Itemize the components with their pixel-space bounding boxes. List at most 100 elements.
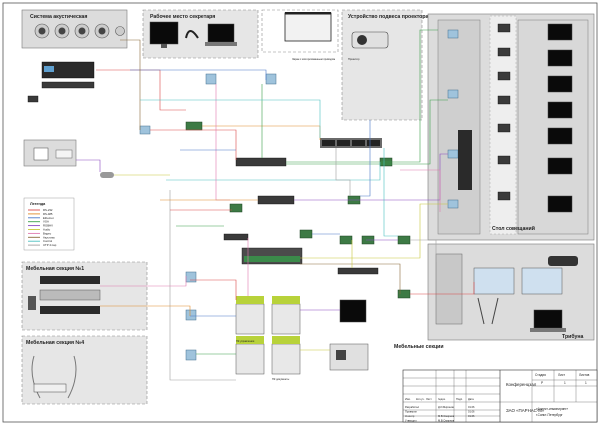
tribune-monitor <box>521 267 563 295</box>
left-device-small <box>27 95 39 103</box>
microphone-cables-icon <box>31 355 77 399</box>
secretary-laptop-screen <box>207 23 235 43</box>
interface-device <box>229 203 243 213</box>
title-block-sheet: 1 <box>564 381 566 385</box>
converter-device <box>185 349 197 361</box>
projector-lens-icon <box>357 35 367 45</box>
receiver-display-icon <box>44 66 54 72</box>
acoustic-speakers <box>34 23 125 39</box>
cable-route <box>130 69 267 80</box>
title-block-stage-header: Стадия <box>535 373 546 377</box>
zone-furniture1-title: Мебельная секция №1 <box>26 265 84 272</box>
projector-label: Проектор <box>348 57 360 61</box>
cable-route <box>169 190 236 381</box>
converter-device <box>185 271 197 283</box>
zone-projector-title: Устройство подвеса проектора <box>348 13 429 20</box>
zone-furniture4 <box>21 335 148 405</box>
title-block-sheets: 1 <box>585 381 587 385</box>
title-block-col-header: Подп. <box>456 397 463 401</box>
converter-device <box>139 125 151 135</box>
title-block-city: г.Санкт-Петербург <box>536 413 563 417</box>
tribune-laptop <box>533 309 563 329</box>
cable-route <box>410 239 437 262</box>
monitor-lcd <box>547 127 573 145</box>
furniture1-device <box>40 306 100 314</box>
power-panel <box>33 147 49 161</box>
table-device <box>497 155 511 165</box>
legend-label: Акустика <box>43 235 55 239</box>
projector-screen <box>284 12 332 42</box>
matrix-panel-icon <box>244 256 300 262</box>
table-device <box>497 71 511 81</box>
left-device <box>41 81 95 89</box>
table-device <box>497 95 511 105</box>
pc-panel-icon <box>236 296 264 304</box>
zone-tribune-title: Трибуна <box>562 333 583 340</box>
cable-route <box>400 169 441 212</box>
converter-device <box>185 309 197 321</box>
cable-route <box>335 148 351 196</box>
title-block-person: М.В.Смирнов <box>438 414 455 418</box>
speaker-icon <box>115 26 125 36</box>
table-interface <box>447 149 459 159</box>
rack-slot-icon <box>322 140 335 146</box>
title-block-col-header: Кол.уч. <box>416 397 425 401</box>
interface-device <box>397 235 411 245</box>
zone-acoustic-title: Система акустическая <box>30 14 87 20</box>
table-column-left <box>437 19 481 235</box>
title-block-role: Н.контр <box>405 414 415 418</box>
title-block-role: Разработал <box>405 405 420 409</box>
ir-emitter <box>100 172 114 178</box>
cable-route <box>300 263 401 294</box>
table-interface <box>447 199 459 209</box>
speaker-cone-icon <box>38 27 46 35</box>
cable-route <box>140 99 321 138</box>
title-block-company: ЗАО «ПАРНАС-М» <box>506 408 545 413</box>
cable-route <box>76 159 101 172</box>
center-monitor <box>339 299 367 323</box>
title-block-sheets-header: Листов <box>579 373 590 377</box>
cable-route <box>410 282 475 295</box>
legend-items: RS-232RS-485EthernetVGARGBHVAudioВидеоАк… <box>28 208 57 247</box>
center-equipment <box>139 73 411 361</box>
cable-route <box>286 99 448 165</box>
zone-furniture4-title: Мебельная секция №4 <box>26 339 84 346</box>
pc-panel-icon <box>272 296 300 304</box>
title-block-col-header: Дата <box>468 397 474 401</box>
speaker-cone-icon <box>98 27 106 35</box>
table-interface <box>447 29 459 39</box>
monitor-lcd <box>547 195 573 213</box>
pc-documents-label: ПК документы <box>272 377 289 381</box>
legend-label: RGBHV <box>43 224 53 228</box>
laptop-base-icon <box>530 328 566 332</box>
legend-label: Audio <box>43 228 51 232</box>
monitor-lcd <box>547 101 573 119</box>
pc-panel-icon <box>236 336 264 344</box>
title-block-date: 01.06 <box>468 410 475 414</box>
title-block-person: Д.И.Миронов <box>438 405 454 409</box>
title-block-sheet-header: Лист <box>558 373 565 377</box>
pc-control-label: ПК управления <box>236 339 255 343</box>
legend-label: Видео <box>43 231 52 235</box>
cable-route <box>360 120 371 197</box>
title-block-person: М.В.Смирнов <box>438 419 455 423</box>
scaler-device <box>257 195 295 205</box>
rack-slot-icon <box>352 140 365 146</box>
videoconf-unit <box>329 343 369 371</box>
speaker-cone-icon <box>78 27 86 35</box>
monitor-lcd <box>547 49 573 67</box>
pc-control <box>235 343 265 375</box>
table-interface <box>447 89 459 99</box>
table-monitors <box>547 23 573 213</box>
tribune-projector <box>548 256 578 266</box>
tribune-panel <box>435 253 463 325</box>
zone-secretary-title: Рабочее место секретаря <box>150 13 215 20</box>
title-block-col-header: Лист <box>426 397 432 401</box>
title-block-name: Конференцзал <box>506 382 537 387</box>
title-block-date: 01.06 <box>468 414 475 418</box>
legend-label: RS-232 <box>43 208 53 212</box>
pc-documents <box>271 343 301 375</box>
